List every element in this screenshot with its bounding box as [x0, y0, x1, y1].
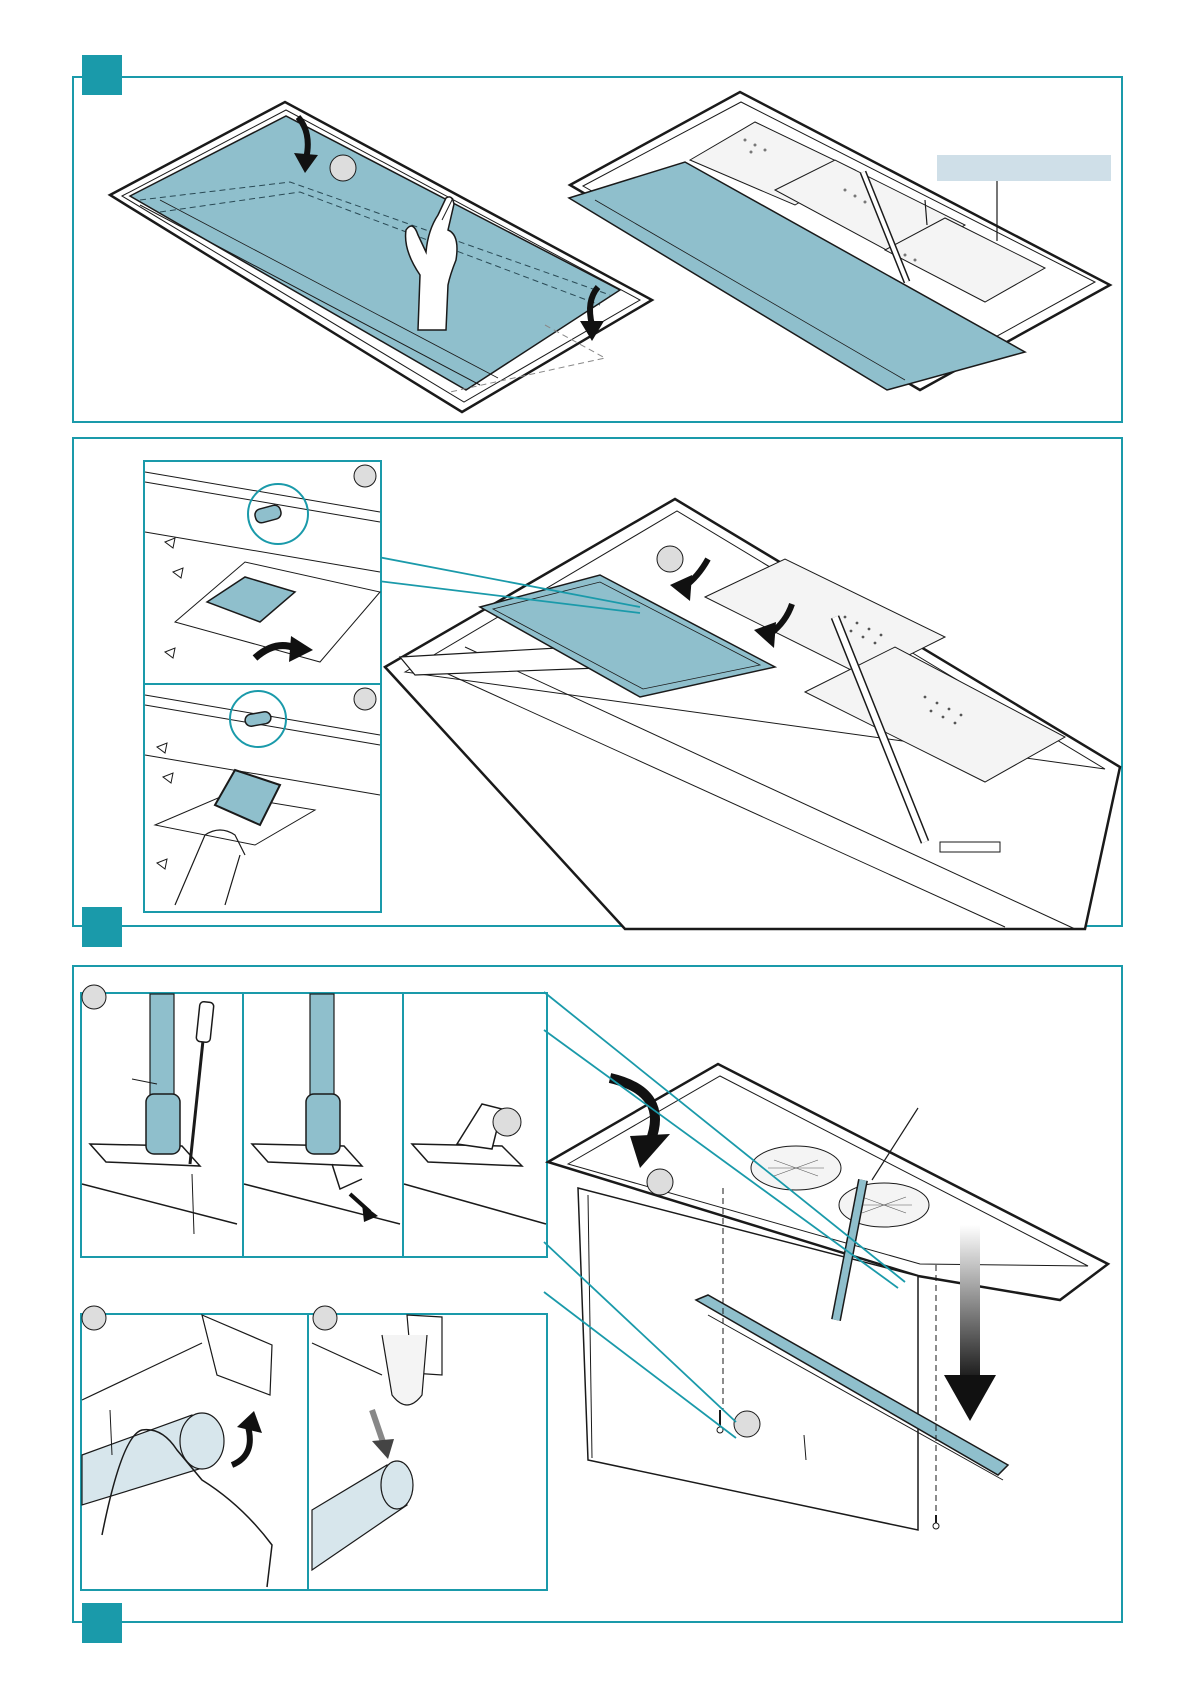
- callout-lines: [540, 992, 920, 1452]
- step-circle: [330, 155, 356, 181]
- filter-latch-detail-a: [143, 460, 382, 685]
- grease-filter-icon: [215, 770, 280, 825]
- arrow-down-icon: [372, 1410, 384, 1445]
- step-circle: [313, 1306, 337, 1330]
- step-circle: [82, 1306, 106, 1330]
- arrow-down-icon: [940, 1225, 1000, 1425]
- callout-lines: [370, 555, 650, 615]
- label-bar: [937, 155, 1111, 181]
- gas-spring-icon: [310, 994, 334, 1104]
- arrow-down-icon: [752, 600, 796, 650]
- hand-icon: [398, 190, 468, 335]
- section-2-marker: [82, 907, 122, 947]
- step-circle: [82, 985, 106, 1009]
- section-1-marker: [82, 55, 122, 95]
- filter-latch-detail-b: [143, 683, 382, 913]
- gas-spring-detach-detail: [80, 992, 548, 1258]
- curved-arrow-icon: [245, 632, 315, 672]
- step-circle: [354, 688, 376, 710]
- callout-line: [995, 181, 999, 241]
- section-3-marker: [82, 1603, 122, 1643]
- tube-replacement-detail: [80, 1313, 548, 1591]
- hood-open-panel-illustration: [565, 90, 1115, 410]
- screw-icon: [933, 1515, 939, 1529]
- gas-spring-icon: [150, 994, 174, 1104]
- arrow-down-icon: [668, 555, 712, 605]
- arrow-down-icon: [292, 115, 322, 175]
- step-circle: [354, 465, 376, 487]
- step-circle: [493, 1108, 521, 1136]
